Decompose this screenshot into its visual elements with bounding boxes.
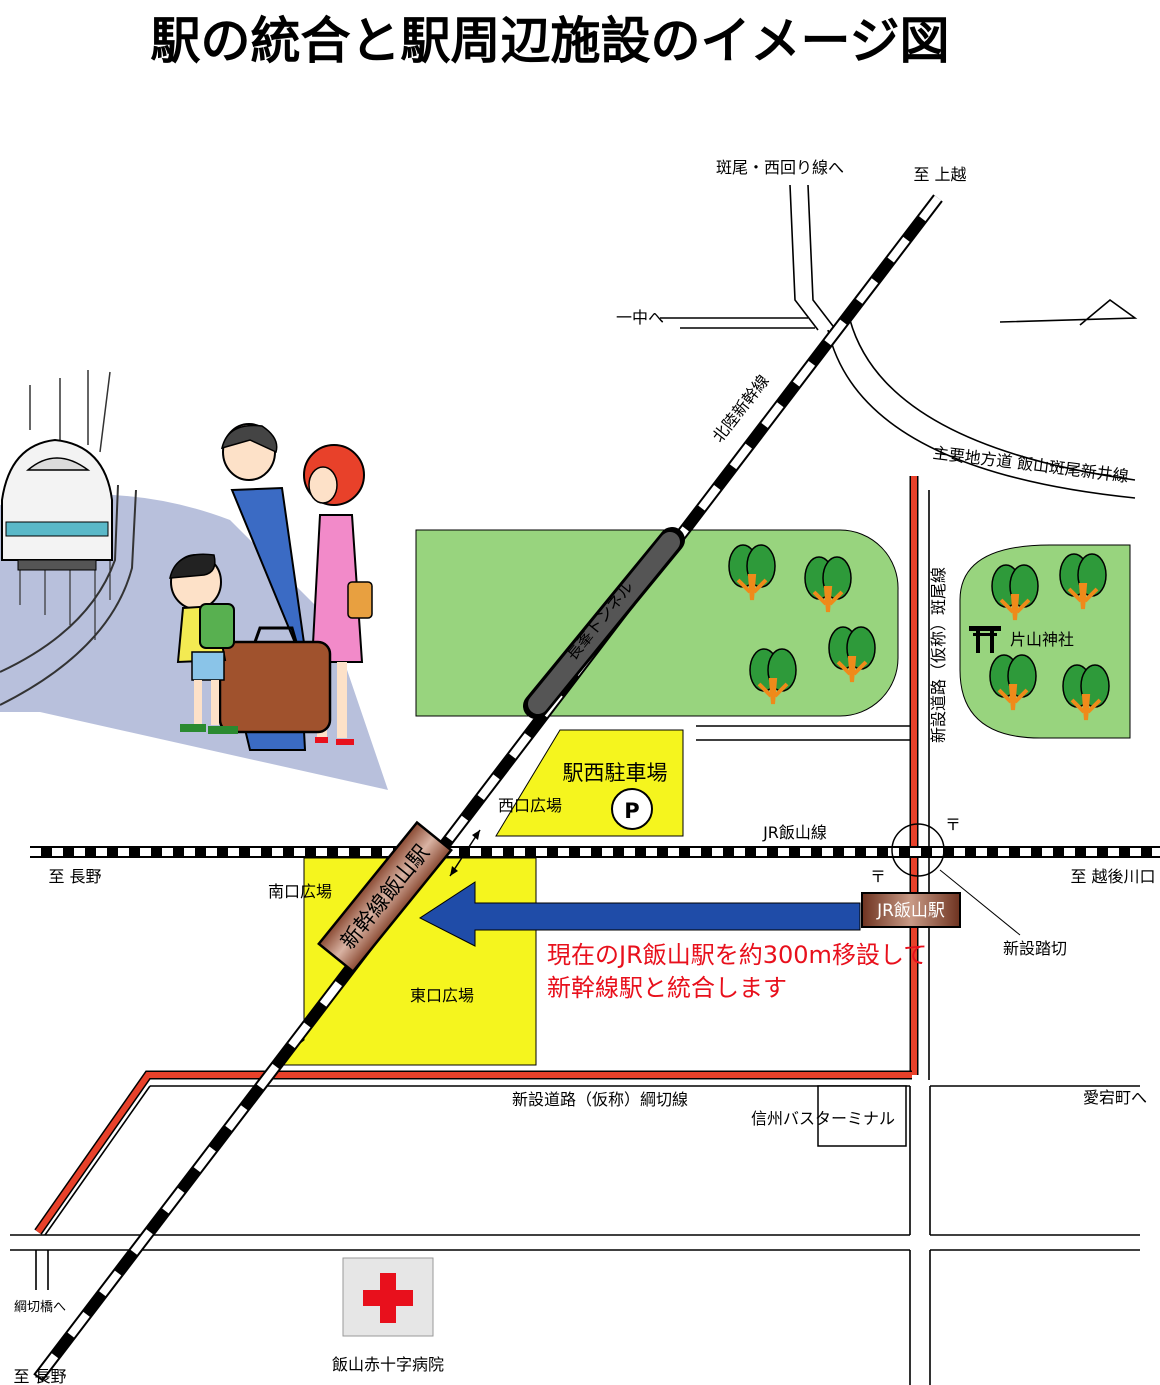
label-to-nagano: 至 長野	[48, 867, 101, 886]
label-main-road: 主要地方道 飯山斑尾新井線	[932, 443, 1130, 486]
map-title: 駅の統合と駅周辺施設のイメージ図	[151, 12, 950, 70]
label-parking-mark: P	[624, 799, 639, 823]
label-atagocho: 愛宕町へ	[1083, 1088, 1147, 1107]
label-to-nagano-bottom: 至 長野	[13, 1367, 66, 1385]
label-katayama-shrine: 片山神社	[1010, 630, 1074, 649]
shinkansen-track	[34, 195, 942, 1381]
relocation-note-line1: 現在のJR飯山駅を約300m移設して	[547, 941, 927, 969]
label-to-joetsu: 至 上越	[913, 165, 966, 184]
label-ichichu: 一中へ	[616, 308, 664, 327]
label-hospital: 飯山赤十字病院	[332, 1355, 444, 1374]
family-illustration	[169, 423, 373, 751]
new-crossing-marker	[891, 823, 945, 877]
label-jr-station: JR飯山駅	[876, 901, 945, 921]
suitcase-illustration	[218, 640, 332, 734]
label-tsunakiribashi: 綱切橋へ	[14, 1300, 66, 1315]
jr-iiyama-station[interactable]	[861, 892, 961, 928]
nagamine-tunnel	[528, 532, 680, 714]
label-bus-terminal: 信州バスターミナル	[751, 1109, 895, 1128]
red-cross-icon	[363, 1273, 413, 1323]
relocation-arrow	[419, 881, 861, 947]
tsunakiri-road-line	[35, 1072, 912, 1234]
relocation-note-line2: 新幹線駅と統合します	[547, 974, 787, 1002]
shinkansen-station[interactable]	[317, 820, 453, 974]
shinkansen-train-illustration	[1, 438, 113, 571]
parking-icon	[611, 788, 653, 830]
label-west-plaza: 西口広場	[498, 796, 562, 815]
label-tsunakiri-road: 新設道路（仮称）綱切線	[512, 1090, 688, 1109]
svg-text:〒: 〒	[870, 867, 886, 886]
label-south-plaza: 南口広場	[268, 882, 332, 901]
bus-terminal-box	[817, 1085, 907, 1147]
label-to-echigo-kawaguchi: 至 越後川口	[1070, 867, 1155, 886]
label-new-crossing: 新設踏切	[1003, 939, 1067, 958]
label-jr-iiyama-line: JR飯山線	[762, 823, 827, 842]
torii-gate-icon	[969, 626, 1001, 653]
label-madara-nishimawari: 斑尾・西回り線へ	[716, 158, 844, 177]
label-madara-road: 新設道路（仮称）斑尾線	[929, 567, 948, 743]
svg-text:〒: 〒	[945, 815, 961, 834]
label-east-plaza: 東口広場	[410, 986, 474, 1005]
post-office-icon: 〒 〒	[870, 815, 961, 886]
label-west-parking: 駅西駐車場	[563, 761, 668, 785]
